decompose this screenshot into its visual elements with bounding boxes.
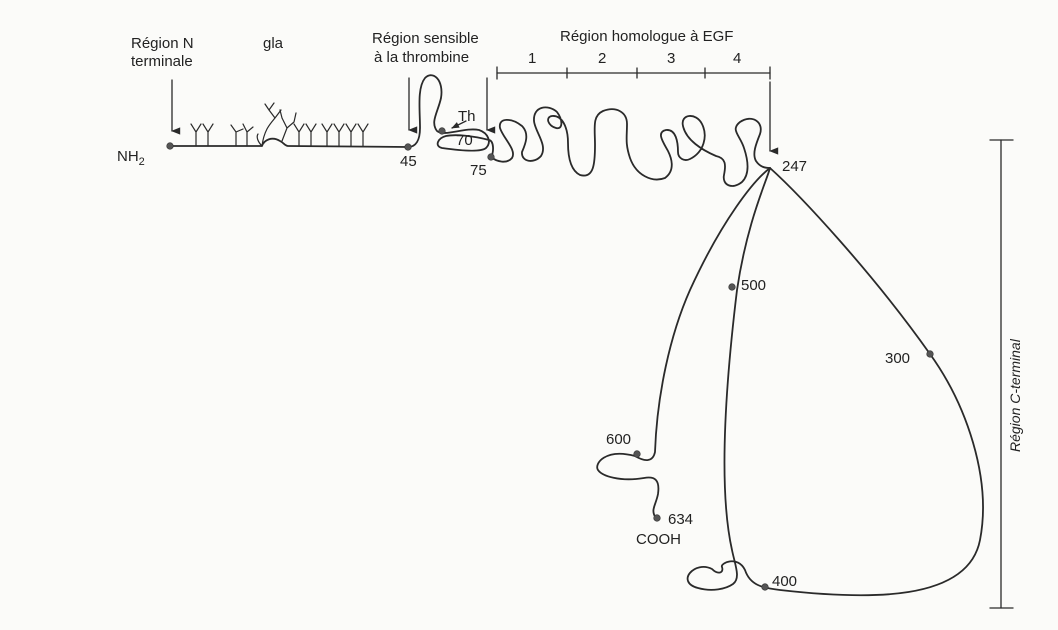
- gla-label: gla: [263, 35, 284, 52]
- egf-domain-chain: [491, 107, 770, 186]
- residue-600-label: 600: [606, 431, 631, 448]
- residue-45-marker: [405, 144, 412, 151]
- residue-600-marker: [634, 451, 641, 458]
- egf-segment-1: 1: [528, 50, 536, 67]
- egf-segment-4: 4: [733, 50, 741, 67]
- gla-residues-icon: [191, 103, 368, 146]
- egf-segment-3: 3: [667, 50, 675, 67]
- residue-300-marker: [927, 351, 934, 358]
- thrombin-label-line2: à la thrombine: [374, 49, 469, 66]
- c-terminal-loop: [688, 168, 983, 595]
- residue-70-marker: [439, 128, 446, 135]
- residue-400-label: 400: [772, 573, 797, 590]
- egf-label: Région homologue à EGF: [560, 28, 733, 45]
- residue-70-label: 70: [456, 132, 473, 149]
- residue-634-marker: [654, 515, 661, 522]
- region-n-label-line1: Région N: [131, 35, 194, 52]
- n-terminal-chain: [170, 139, 408, 147]
- residue-300-label: 300: [885, 350, 910, 367]
- thrombin-label-line1: Région sensible: [372, 30, 479, 47]
- residue-500-marker: [729, 284, 736, 291]
- residue-247-label: 247: [782, 158, 807, 175]
- egf-segment-2: 2: [598, 50, 606, 67]
- c-terminal-tail: [597, 168, 770, 518]
- residue-634-label: 634: [668, 511, 693, 528]
- cooh-label: COOH: [636, 531, 681, 548]
- residue-500-label: 500: [741, 277, 766, 294]
- thrombin-loop: [408, 75, 493, 157]
- residue-45-label: 45: [400, 153, 417, 170]
- nh2-label: NH2: [117, 148, 145, 168]
- th-label: Th: [458, 108, 476, 125]
- c-terminal-label: Région C-terminal: [1007, 338, 1023, 452]
- nh2-terminus-marker: [167, 143, 174, 150]
- residue-75-label: 75: [470, 162, 487, 179]
- residue-400-marker: [762, 584, 769, 591]
- egf-ruler: [497, 67, 770, 79]
- region-n-label-line2: terminale: [131, 53, 193, 70]
- residue-75-marker: [488, 154, 495, 161]
